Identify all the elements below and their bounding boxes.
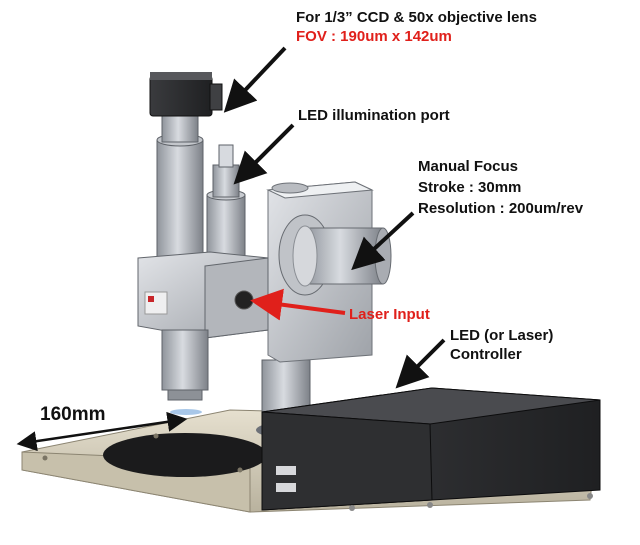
controller-callout-arrow xyxy=(395,338,446,389)
laser-input-arrow xyxy=(250,288,346,321)
focus-label-line3: Resolution : 200um/rev xyxy=(418,200,584,217)
led-port-label: LED illumination port xyxy=(298,107,450,124)
focus-label-line2: Stroke : 30mm xyxy=(418,179,522,196)
camera-assembly xyxy=(149,72,223,261)
camera-fov-label: FOV : 190um x 142um xyxy=(296,28,452,45)
controller-label-line1: LED (or Laser) xyxy=(450,327,554,344)
controller-label-line2: Controller xyxy=(450,346,522,363)
controller-box xyxy=(261,387,601,511)
objective-lens xyxy=(161,329,209,415)
focus-callout-arrow xyxy=(351,211,415,271)
led-port-callout-arrow xyxy=(233,123,295,185)
led-port-assembly xyxy=(206,144,246,266)
dimension-label: 160mm xyxy=(40,404,106,425)
camera-label-line1: For 1/3” CCD & 50x objective lens xyxy=(296,9,537,26)
camera-callout-arrow xyxy=(223,46,287,113)
focus-label-line1: Manual Focus xyxy=(418,158,519,175)
laser-input-label: Laser Input xyxy=(349,306,430,323)
controller-label: LED (or Laser) Controller xyxy=(450,326,553,364)
dimension-arrow xyxy=(16,411,188,452)
beam-splitter-block xyxy=(137,251,269,339)
camera-label: For 1/3” CCD & 50x objective lens FOV : … xyxy=(296,8,537,46)
focus-label: Manual Focus Stroke : 30mm Resolution : … xyxy=(418,156,583,219)
